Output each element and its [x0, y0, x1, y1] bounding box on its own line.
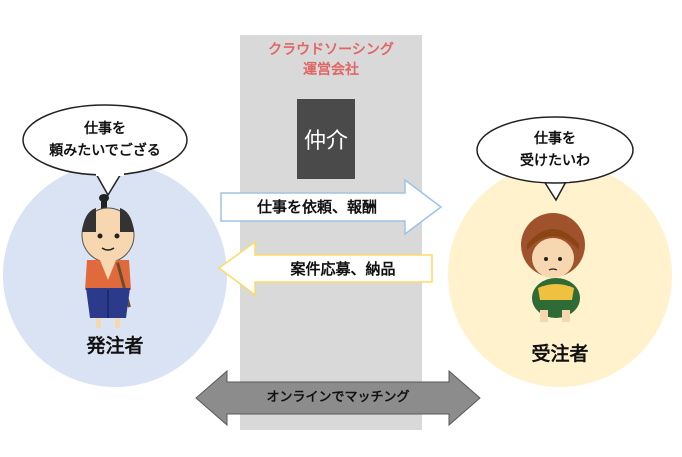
- samurai-client-icon: [81, 194, 135, 328]
- worker-speech-text: 仕事を 受けたいわ: [477, 128, 633, 172]
- girl-worker-icon: [521, 213, 585, 322]
- request-arrow: [220, 178, 443, 236]
- client-speech-line2: 頼みたいでござる: [49, 143, 161, 159]
- platform-column: [240, 35, 422, 430]
- worker-name: 受注者: [531, 343, 589, 365]
- matching-arrow-label: オンラインでマッチング: [266, 390, 410, 405]
- worker-speech-line1: 仕事を: [534, 131, 576, 147]
- client-speech-bubble: [22, 104, 188, 197]
- client-speech-text: 仕事を 頼みたいでござる: [25, 118, 185, 162]
- client-name: 発注者: [86, 335, 144, 357]
- delivery-arrow: [217, 240, 433, 297]
- platform-title-line2: 運営会社: [303, 62, 359, 78]
- worker-speech-bubble: [476, 116, 634, 202]
- mediator-label: 仲介: [303, 129, 348, 154]
- worker-speech-line2: 受けたいわ: [520, 153, 590, 169]
- platform-title-line1: クラウドソーシング: [268, 42, 394, 58]
- request-arrow-label: 仕事を依頼、報酬: [256, 198, 377, 216]
- matching-arrow: [195, 369, 481, 427]
- mediator-box: 仲介: [297, 99, 355, 179]
- client-speech-line1: 仕事を: [84, 121, 126, 137]
- delivery-arrow-label: 案件応募、納品: [290, 260, 396, 278]
